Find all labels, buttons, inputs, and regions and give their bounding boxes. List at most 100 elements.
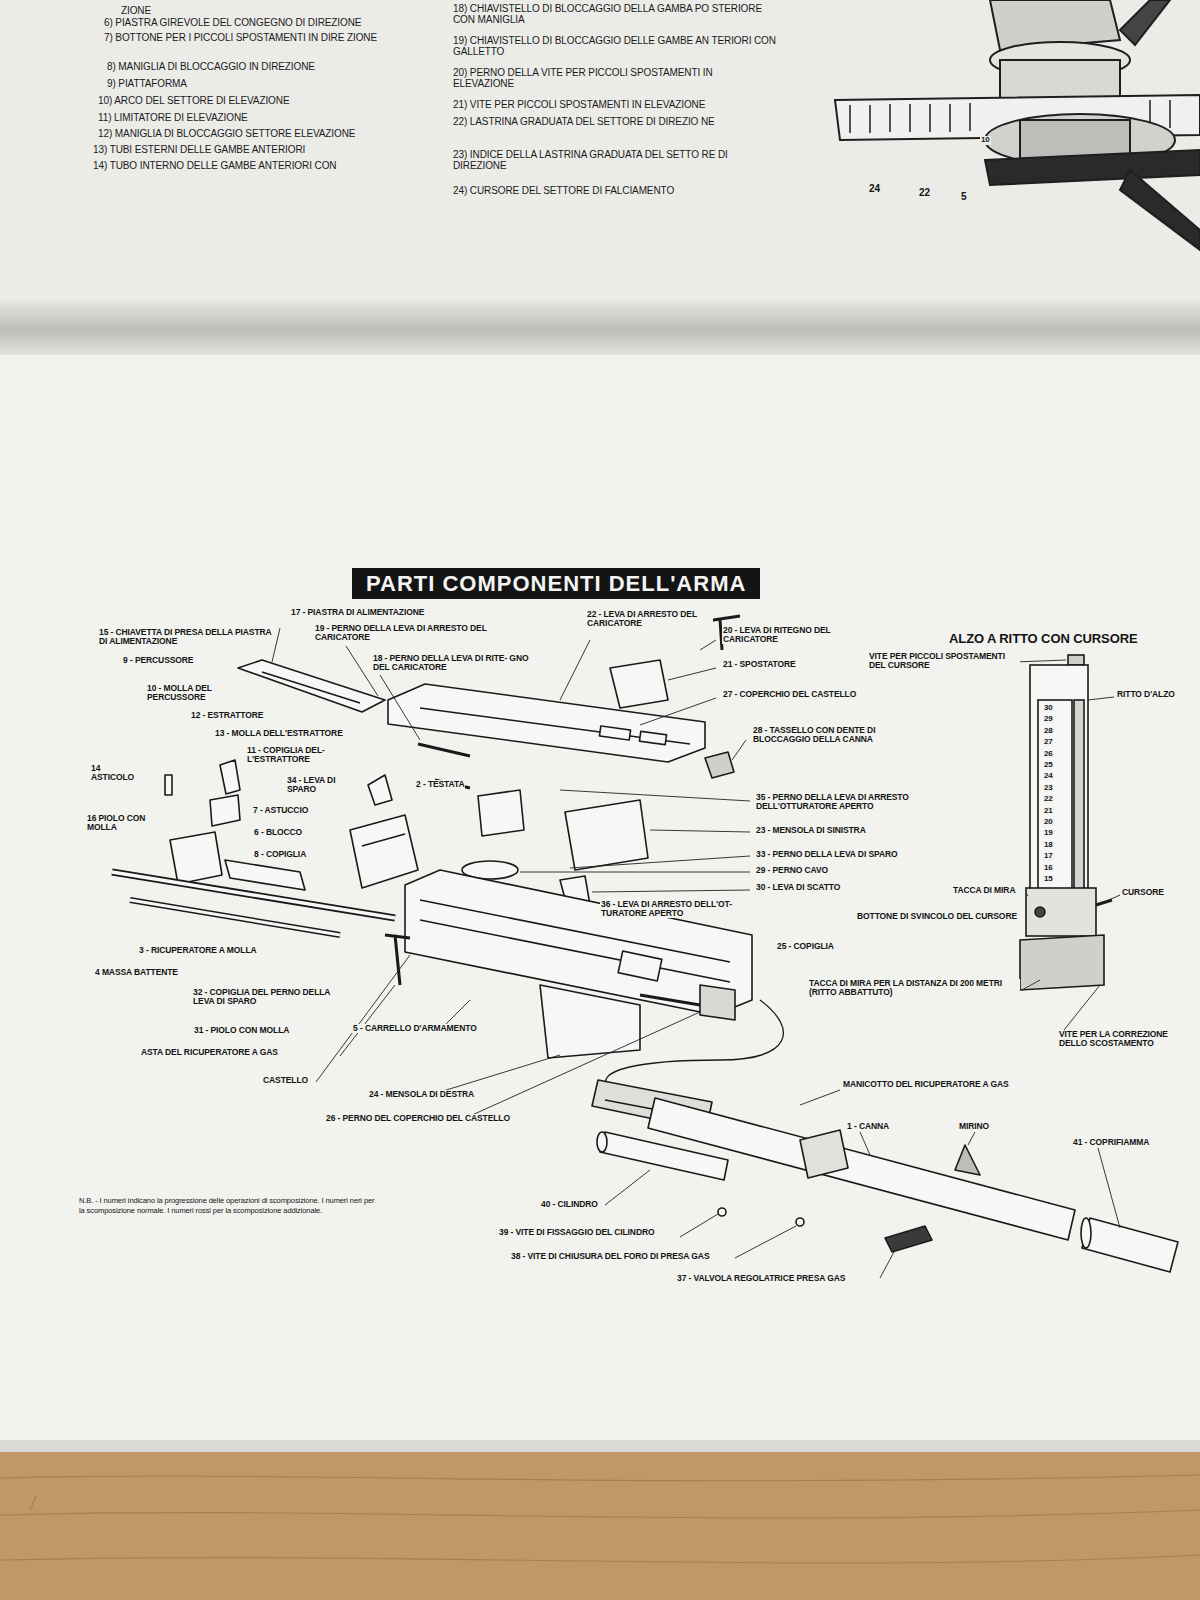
part-label: 10 - MOLLA DEL PERCUSSORE xyxy=(146,684,258,702)
part-label: TACCA DI MIRA xyxy=(952,886,1016,895)
note-text: N.B. - I numeri indicano la progressione… xyxy=(78,1196,380,1216)
part-label: 6 - BLOCCO xyxy=(253,828,303,837)
part-label: RITTO D'ALZO xyxy=(1116,690,1176,699)
page-text: 18) CHIAVISTELLO DI BLOCCAGGIO DELLA GAM… xyxy=(452,4,784,26)
part-label: 31 - PIOLO CON MOLLA xyxy=(193,1026,290,1035)
part-label: 5 - CARRELLO D'ARMAMENTO xyxy=(352,1024,478,1033)
part-label: 8 - COPIGLIA xyxy=(253,850,307,859)
part-label: 35 - PERNO DELLA LEVA DI ARRESTO DELL'OT… xyxy=(755,793,962,811)
section-heading: ALZO A RITTO CON CURSORE xyxy=(948,632,1139,646)
part-label: 38 - VITE DI CHIUSURA DEL FORO DI PRESA … xyxy=(510,1252,710,1261)
callout-number: 28 xyxy=(1043,727,1054,736)
callout-number: 29 xyxy=(1043,715,1054,724)
callout-number: 26 xyxy=(1043,750,1054,759)
page-text: 23) INDICE DELLA LASTRINA GRADUATA DEL S… xyxy=(452,150,774,172)
page-text: 11) LIMITATORE DI ELEVAZIONE xyxy=(97,113,249,124)
part-label: 16 PIOLO CON MOLLA xyxy=(86,814,150,832)
part-label: 20 - LEVA DI RITEGNO DEL CARICATORE xyxy=(722,626,854,644)
part-label: 26 - PERNO DEL COPERCHIO DEL CASTELLO xyxy=(325,1114,511,1123)
callout-number: 10 xyxy=(980,136,991,145)
page-text: 12) MANIGLIA DI BLOCCAGGIO SETTORE ELEVA… xyxy=(97,129,356,140)
tripod-illustration xyxy=(835,0,1200,250)
part-label: ASTA DEL RICUPERATORE A GAS xyxy=(140,1048,279,1057)
callout-number: 27 xyxy=(1043,738,1054,747)
diagram-title: PARTI COMPONENTI DELL'ARMA xyxy=(352,568,760,599)
page-text: 20) PERNO DELLA VITE PER PICCOLI SPOSTAM… xyxy=(452,68,774,90)
part-label: 36 - LEVA DI ARRESTO DELL'OT- TURATORE A… xyxy=(600,900,752,918)
page-text: ZIONE xyxy=(120,6,152,17)
callout-number: 19 xyxy=(1043,829,1054,838)
part-label: VITE PER PICCOLI SPOSTAMENTI DEL CURSORE xyxy=(868,652,1020,670)
callout-number: 23 xyxy=(1043,784,1054,793)
part-label: 14 ASTICOLO xyxy=(90,764,142,782)
part-label: MANICOTTO DEL RICUPERATORE A GAS xyxy=(842,1080,1010,1089)
part-label: TACCA DI MIRA PER LA DISTANZA DI 200 MET… xyxy=(808,979,1020,997)
part-label: 22 - LEVA DI ARRESTO DEL CARICATORE xyxy=(586,610,713,628)
callout-number: 17 xyxy=(1043,852,1054,861)
page-text: 22) LASTRINA GRADUATA DEL SETTORE DI DIR… xyxy=(452,117,774,128)
part-label: CURSORE xyxy=(1121,888,1165,897)
callout-number: 5 xyxy=(960,192,967,203)
part-label: 13 - MOLLA DELL'ESTRATTORE xyxy=(214,729,344,738)
part-label: 34 - LEVA DI SPARO xyxy=(286,776,358,794)
page-text: 21) VITE PER PICCOLI SPOSTAMENTI IN ELEV… xyxy=(452,100,706,111)
wood-grain xyxy=(0,1475,1200,1563)
callout-number: 30 xyxy=(1043,704,1054,713)
part-label: 25 - COPIGLIA xyxy=(776,942,835,951)
part-label: 40 - CILINDRO xyxy=(540,1200,599,1209)
part-label: 11 - COPIGLIA DEL- L'ESTRATTORE xyxy=(246,746,358,764)
part-label: 24 - MENSOLA DI DESTRA xyxy=(368,1090,475,1099)
part-label: MIRINO xyxy=(958,1122,990,1131)
part-label: 19 - PERNO DELLA LEVA DI ARRESTO DEL CAR… xyxy=(314,624,516,642)
page-text: 7) BOTTONE PER I PICCOLI SPOSTAMENTI IN … xyxy=(103,33,405,44)
page-text: 6) PIASTRA GIREVOLE DEL CONGEGNO DI DIRE… xyxy=(103,18,362,29)
part-label: 3 - RICUPERATORE A MOLLA xyxy=(138,946,258,955)
part-label: 21 - SPOSTATORE xyxy=(722,660,797,669)
part-label: 7 - ASTUCCIO xyxy=(252,806,309,815)
callout-number: 24 xyxy=(1043,772,1054,781)
part-label: CASTELLO xyxy=(262,1076,309,1085)
part-label: 29 - PERNO CAVO xyxy=(755,866,829,875)
callout-number: 15 xyxy=(1043,875,1054,884)
page-edge xyxy=(0,1440,1200,1452)
weapon-parts xyxy=(112,616,1178,1272)
part-label: 12 - ESTRATTORE xyxy=(190,711,264,720)
part-label: 27 - COPERCHIO DEL CASTELLO xyxy=(722,690,857,699)
part-label: 41 - COPRIFIAMMA xyxy=(1072,1138,1150,1147)
part-label: 9 - PERCUSSORE xyxy=(122,656,194,665)
page-text: 24) CURSORE DEL SETTORE DI FALCIAMENTO xyxy=(452,186,675,197)
part-label: 15 - CHIAVETTA DI PRESA DELLA PIASTRA DI… xyxy=(98,628,275,646)
part-label: 37 - VALVOLA REGOLATRICE PRESA GAS xyxy=(676,1274,846,1283)
part-label: 39 - VITE DI FISSAGGIO DEL CILINDRO xyxy=(498,1228,656,1237)
part-label: 33 - PERNO DELLA LEVA DI SPARO xyxy=(755,850,899,859)
page-text: 13) TUBI ESTERNI DELLE GAMBE ANTERIORI xyxy=(92,145,306,156)
callout-number: 20 xyxy=(1043,818,1054,827)
part-label: VITE PER LA CORREZIONE DELLO SCOSTAMENTO xyxy=(1058,1030,1188,1048)
lower-page xyxy=(0,355,1200,1455)
upper-page xyxy=(0,0,1200,345)
part-label: BOTTONE DI SVINCOLO DEL CURSORE xyxy=(856,912,1018,921)
rear-sight-illustration xyxy=(1020,655,1112,990)
leader-lines xyxy=(272,628,1120,1278)
part-label: 18 - PERNO DELLA LEVA DI RITE- GNO DEL C… xyxy=(372,654,544,672)
part-label: 32 - COPIGLIA DEL PERNO DELLA LEVA DI SP… xyxy=(192,988,344,1006)
page-text: 14) TUBO INTERNO DELLE GAMBE ANTERIORI C… xyxy=(92,161,337,172)
part-label: 23 - MENSOLA DI SINISTRA xyxy=(755,826,867,835)
part-label: 4 MASSA BATTENTE xyxy=(94,968,179,977)
part-label: 1 - CANNA xyxy=(846,1122,890,1131)
page-text: 19) CHIAVISTELLO DI BLOCCAGGIO DELLE GAM… xyxy=(452,36,784,58)
callout-number: 18 xyxy=(1043,841,1054,850)
callout-number: 22 xyxy=(918,188,931,199)
wood-table xyxy=(0,1450,1200,1600)
part-label: 2 - TESTATA xyxy=(415,780,465,789)
callout-number: 25 xyxy=(1043,761,1054,770)
callout-number: 21 xyxy=(1043,807,1054,816)
page-text: 10) ARCO DEL SETTORE DI ELEVAZIONE xyxy=(97,96,290,107)
page-text: 9) PIATTAFORMA xyxy=(106,79,188,90)
part-label: 28 - TASSELLO CON DENTE DI BLOCCAGGIO DE… xyxy=(752,726,924,744)
page-text: 8) MANIGLIA DI BLOCCAGGIO IN DIREZIONE xyxy=(106,62,316,73)
callout-number: 24 xyxy=(868,184,881,195)
page-gutter xyxy=(0,300,1200,360)
